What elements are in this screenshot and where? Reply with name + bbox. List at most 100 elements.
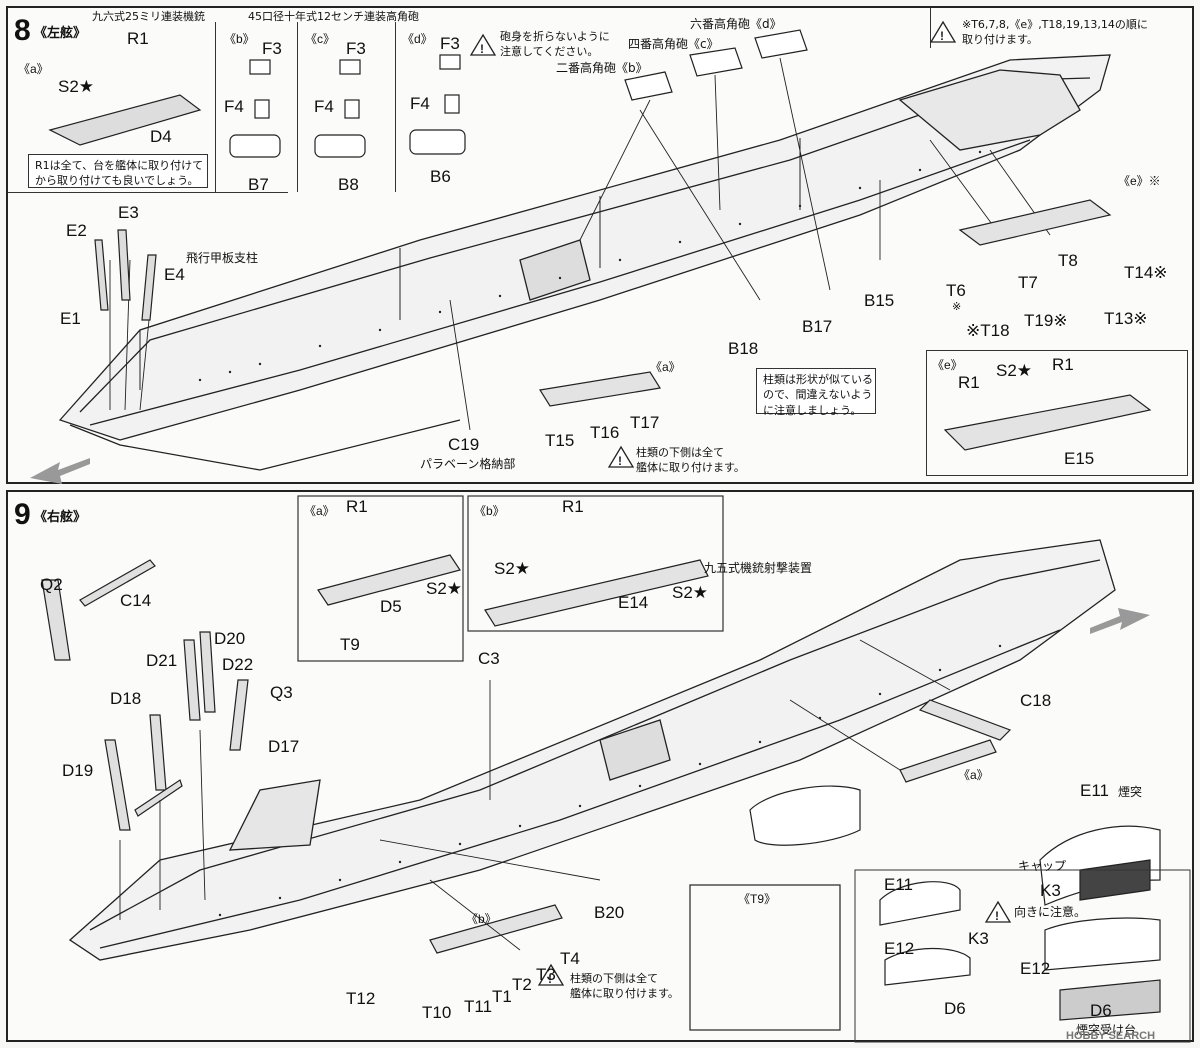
step8-title: 《左舷》	[34, 26, 87, 41]
part-T18: ※T18	[966, 321, 1010, 340]
orient-label: 向きに注意。	[1014, 905, 1087, 919]
divider	[8, 192, 288, 193]
svg-text:!: !	[995, 909, 999, 923]
part-D18: D18	[110, 689, 142, 708]
part-R1-9b: R1	[562, 497, 584, 516]
pillar-warning-step9: 柱類の下側は全て 艦体に取り付けます。	[570, 972, 679, 1000]
part-E4: E4	[164, 265, 185, 284]
part-D5: D5	[380, 597, 402, 616]
part-F3-c: F3	[346, 39, 366, 58]
funnel-base-label: 煙突受け台	[1076, 1023, 1137, 1037]
portholes	[198, 150, 982, 382]
t9-inset-box	[689, 884, 841, 1031]
part-D6-small: D6	[944, 999, 966, 1018]
cap-label: キャップ	[1018, 859, 1067, 873]
part-E1: E1	[60, 309, 81, 328]
step8-number: 8	[14, 14, 31, 47]
star-T6: ※	[952, 300, 962, 313]
platforms-step9	[317, 554, 1012, 954]
leader-lines-step8	[109, 57, 1051, 431]
funnel-area	[854, 869, 1191, 1043]
part-F4-c: F4	[314, 97, 334, 116]
part-C3: C3	[478, 649, 500, 668]
part-C18: C18	[1020, 691, 1052, 710]
part-T17: T17	[630, 413, 660, 432]
part-T16: T16	[590, 423, 620, 442]
divider	[215, 22, 216, 192]
divider	[297, 22, 298, 192]
part-R1-e: R1	[958, 373, 980, 392]
deck-supports	[94, 229, 157, 321]
part-Q3: Q3	[270, 683, 293, 702]
part-D22: D22	[222, 655, 254, 674]
gun-25mm-label: 九六式25ミリ連装機銃	[92, 10, 205, 23]
gun-mounts-step8	[48, 29, 808, 158]
inset-b-box	[467, 495, 724, 632]
part-K3: K3	[1040, 881, 1061, 900]
sub-a-9: 《a》	[304, 504, 335, 518]
part-T8: T8	[1058, 251, 1078, 270]
sub-b: 《b》	[224, 32, 255, 46]
part-T10: T10	[422, 1003, 452, 1022]
part-R1: R1	[127, 29, 149, 48]
direction-arrow	[30, 458, 90, 484]
svg-text:!: !	[618, 454, 622, 468]
inset-a-box	[297, 495, 464, 662]
funnel-parts	[749, 785, 1161, 1021]
part-S2-9a: S2★	[426, 579, 463, 598]
note-r1: R1は全て、台を艦体に取り付けて から取り付けても良いでしょう。	[28, 154, 208, 188]
divider	[930, 8, 931, 48]
ship-hull-starboard	[68, 539, 1116, 961]
part-K3-small: K3	[968, 929, 989, 948]
part-T4: T4	[560, 949, 580, 968]
part-E2: E2	[66, 221, 87, 240]
part-F3-d: F3	[440, 34, 460, 53]
part-T13: T13※	[1104, 309, 1148, 328]
part-D21: D21	[146, 651, 178, 670]
note-order: ※T6,7,8,《e》,T18,19,13,14の順に 取り付けます。	[962, 18, 1148, 46]
sub-a-9-mid: 《a》	[958, 768, 989, 782]
part-T6: T6	[946, 281, 966, 300]
pillar-note: 柱類は形状が似ている ので、間違えないよう に注意しましょう。	[756, 368, 876, 417]
part-T12: T12	[346, 989, 376, 1008]
warn-barrel: 砲身を折らないように 注意してください。	[500, 30, 610, 58]
sub-b-9-low: 《b》	[466, 912, 497, 926]
svg-text:!: !	[548, 972, 552, 986]
part-R1-e2: R1	[1052, 355, 1074, 374]
gun-no2-label: 二番高角砲《b》	[556, 61, 648, 75]
part-T14: T14※	[1124, 263, 1168, 282]
part-S2-e: S2★	[996, 361, 1033, 380]
step9-title: 《右舷》	[34, 510, 87, 525]
part-R1-9a: R1	[346, 497, 368, 516]
part-B18: B18	[728, 339, 759, 358]
deck-support-label: 飛行甲板支柱	[186, 251, 259, 265]
part-F3-b: F3	[262, 39, 282, 58]
funnel-label: 煙突	[1118, 785, 1143, 799]
sub-a-step8-mid: 《a》	[650, 360, 681, 374]
gun-no4-label: 四番高角砲《c》	[628, 37, 719, 51]
gun-95-label: 九五式機銃射撃装置	[704, 561, 813, 575]
part-T7: T7	[1018, 273, 1038, 292]
part-E12: E12	[1020, 959, 1051, 978]
part-B15: B15	[864, 291, 895, 310]
part-D20: D20	[214, 629, 246, 648]
part-B17: B17	[802, 317, 833, 336]
part-T2: T2	[512, 975, 532, 994]
part-F4-d: F4	[410, 94, 430, 113]
part-E11-small: E11	[884, 875, 913, 894]
paravane-label: パラベーン格納部	[420, 457, 516, 471]
part-B6: B6	[430, 167, 451, 186]
gun-no6-label: 六番高角砲《d》	[690, 17, 782, 31]
part-D17: D17	[268, 737, 300, 756]
svg-text:!: !	[940, 29, 944, 43]
part-S2-9b-left: S2★	[494, 559, 531, 578]
sub-a: 《a》	[18, 62, 49, 76]
warning-icons	[469, 20, 957, 468]
part-B20: B20	[594, 903, 625, 922]
sub-e-mark: 《e》※	[1118, 174, 1161, 188]
part-T19: T19※	[1024, 311, 1068, 330]
pillar-warning-step8: 柱類の下側は全て 艦体に取り付けます。	[636, 446, 745, 474]
